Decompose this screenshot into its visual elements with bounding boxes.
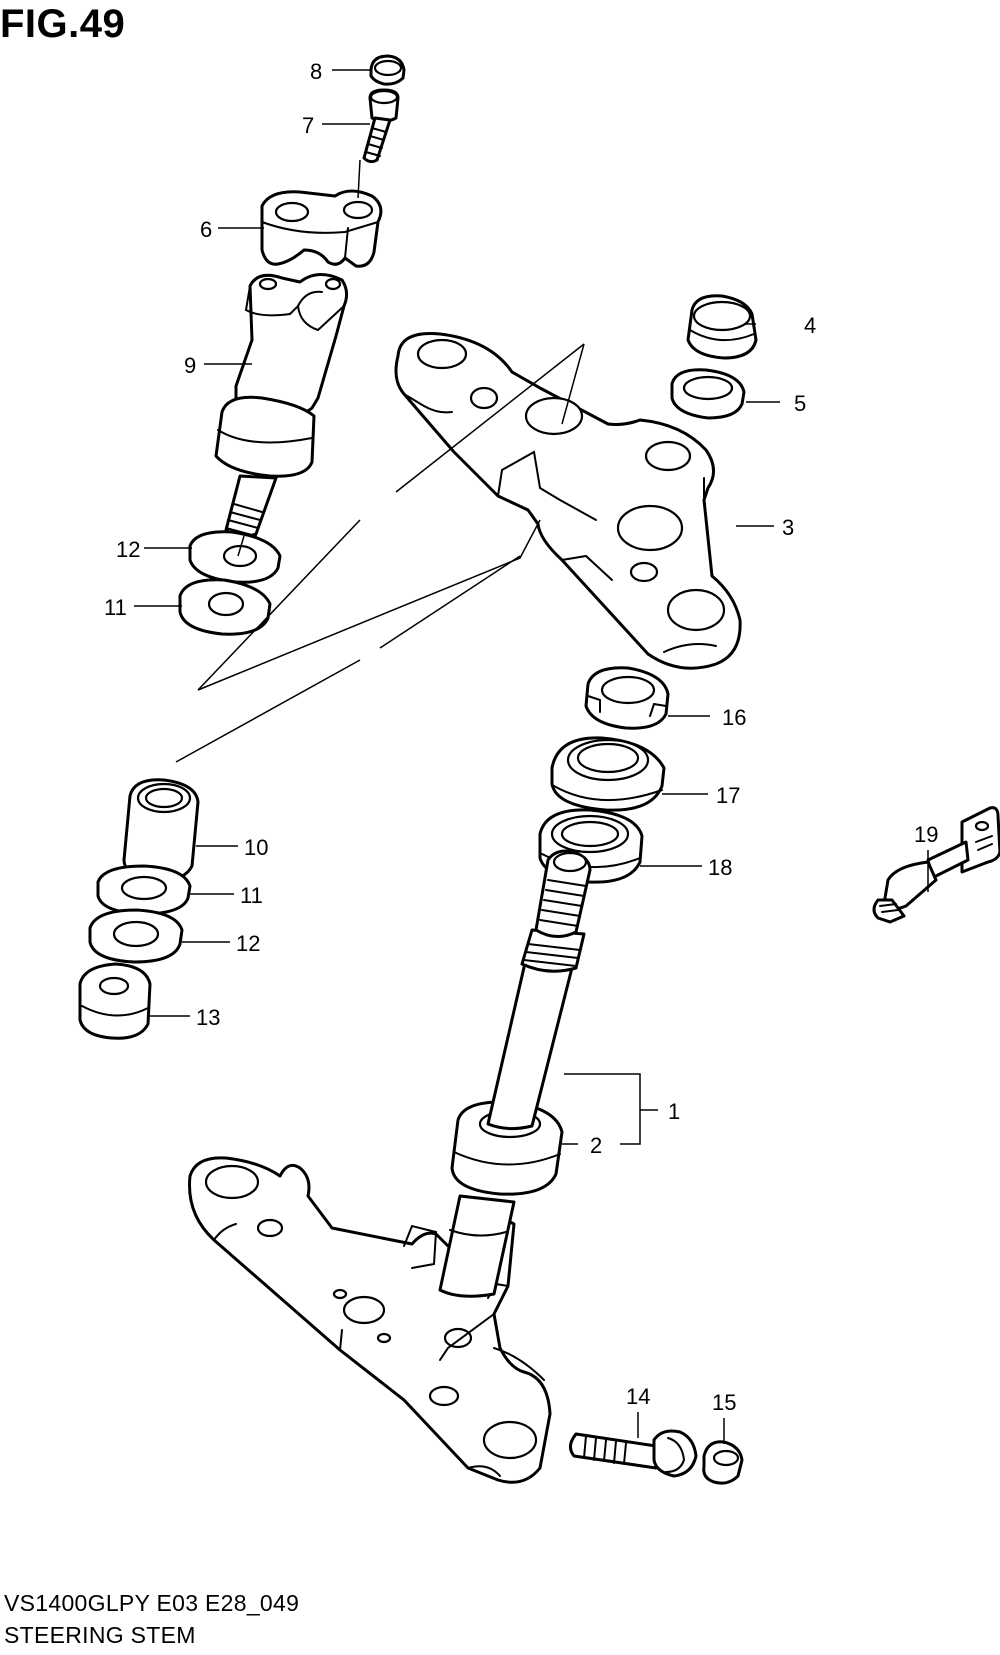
callout-12-upper: 12 (116, 537, 140, 562)
part-5-washer[interactable] (670, 368, 746, 420)
callout-14: 14 (626, 1384, 650, 1409)
part-14-bolt[interactable] (569, 1429, 698, 1478)
callout-12-lower: 12 (236, 931, 260, 956)
callout-6: 6 (200, 217, 212, 242)
callout-16: 16 (722, 705, 746, 730)
callout-8: 8 (310, 59, 322, 84)
part-6-handlebar-clamp[interactable] (260, 189, 383, 268)
callout-10: 10 (244, 835, 268, 860)
callout-1: 1 (668, 1099, 680, 1124)
callout-15: 15 (712, 1390, 736, 1415)
callout-labels: 8 7 6 9 4 5 3 12 11 10 11 12 13 16 17 18… (104, 59, 938, 1415)
callout-5: 5 (794, 391, 806, 416)
part-9-handlebar-holder[interactable] (214, 273, 349, 538)
part-3-upper-bracket[interactable] (394, 331, 742, 670)
part-19-key[interactable] (872, 806, 1000, 924)
callout-4: 4 (804, 313, 816, 338)
callout-2: 2 (590, 1133, 602, 1158)
callout-9: 9 (184, 353, 196, 378)
figure-title: FIG.49 (0, 2, 126, 46)
part-12-washer-upper[interactable] (188, 530, 282, 584)
callout-7: 7 (302, 113, 314, 138)
callout-17: 17 (716, 783, 740, 808)
assembly-guide-lines (175, 159, 585, 763)
leader-lines (134, 69, 929, 1444)
callout-18: 18 (708, 855, 732, 880)
part-15-nut[interactable] (702, 1440, 744, 1485)
callout-3: 3 (782, 515, 794, 540)
part-16-lock-nut[interactable] (584, 666, 670, 730)
callout-19: 19 (914, 822, 938, 847)
part-11-washer-upper[interactable] (178, 578, 272, 636)
callout-13: 13 (196, 1005, 220, 1030)
part-17-bearing[interactable] (550, 736, 666, 812)
part-1-steering-stem[interactable] (188, 849, 592, 1484)
section-title: STEERING STEM (4, 1622, 196, 1648)
callout-11-upper: 11 (104, 595, 127, 620)
model-code: VS1400GLPY E03 E28_049 (4, 1590, 300, 1616)
part-12-washer-lower[interactable] (88, 908, 184, 964)
part-13-nut[interactable] (78, 962, 152, 1040)
part-8-cap[interactable] (369, 54, 406, 86)
callout-11-lower: 11 (240, 883, 263, 908)
part-4-cap[interactable] (686, 294, 758, 360)
part-7-bolt[interactable] (362, 88, 400, 164)
part-11-washer-lower[interactable] (96, 864, 192, 916)
